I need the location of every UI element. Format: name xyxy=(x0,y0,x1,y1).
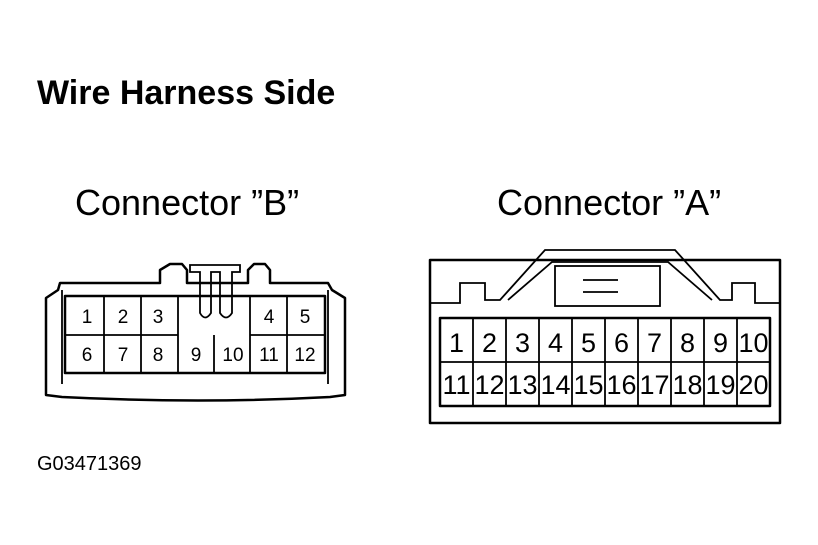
connector-b-pin-row: 6 7 8 9 10 11 12 xyxy=(82,335,316,373)
connector-b-label: Connector ”B” xyxy=(75,182,299,223)
connector-a-pin: 20 xyxy=(738,370,768,400)
connector-a-pin: 5 xyxy=(581,328,596,358)
connector-a-pin: 10 xyxy=(738,328,768,358)
connector-a-pin: 4 xyxy=(548,328,563,358)
connector-b-pin: 12 xyxy=(294,345,315,366)
connector-a-key-outline xyxy=(430,249,780,304)
connector-a-pin: 12 xyxy=(474,370,504,400)
connector-b-pin-row: 1 2 3 xyxy=(82,296,164,373)
connector-b-pin: 4 xyxy=(264,307,275,328)
connector-a-pin: 7 xyxy=(647,328,662,358)
connector-a-pin: 11 xyxy=(442,370,470,400)
connector-a-pin: 19 xyxy=(705,370,735,400)
connector-b-pin: 9 xyxy=(191,345,202,366)
connector-a-pin: 3 xyxy=(515,328,530,358)
connector-a-pin: 15 xyxy=(573,370,603,400)
connector-a-cells xyxy=(472,318,738,406)
connector-a-pin: 14 xyxy=(540,370,570,400)
connector-a-key-inner xyxy=(507,261,713,301)
page-title: Wire Harness Side xyxy=(37,74,335,112)
connector-a-pin: 8 xyxy=(680,328,695,358)
connector-a-pin: 16 xyxy=(606,370,636,400)
connector-a-pin: 17 xyxy=(639,370,669,400)
connector-b-pin: 10 xyxy=(222,345,243,366)
connector-b-lock-tab xyxy=(189,264,241,319)
connector-b-pin: 3 xyxy=(153,307,164,328)
connector-b-housing xyxy=(44,262,347,402)
connector-a-housing xyxy=(428,258,782,425)
connector-a-pin: 9 xyxy=(713,328,728,358)
connector-b-pin: 7 xyxy=(118,345,129,366)
connector-a-label: Connector ”A” xyxy=(497,182,721,223)
connector-a-pin: 18 xyxy=(672,370,702,400)
connector-b-pin: 11 xyxy=(259,345,279,366)
connector-a-pin: 6 xyxy=(614,328,629,358)
connector-b-pin: 6 xyxy=(82,345,93,366)
connector-a-pin: 2 xyxy=(482,328,497,358)
connector-a-pin: 13 xyxy=(507,370,537,400)
connector-b-pin: 5 xyxy=(300,307,311,328)
connector-b-pin: 2 xyxy=(118,307,129,328)
connector-b-pin: 8 xyxy=(153,345,164,366)
connector-b-pin: 1 xyxy=(82,307,93,328)
figure-id: G03471369 xyxy=(37,453,142,475)
connector-a-latch xyxy=(554,265,661,307)
connector-a-pin: 1 xyxy=(449,328,464,358)
